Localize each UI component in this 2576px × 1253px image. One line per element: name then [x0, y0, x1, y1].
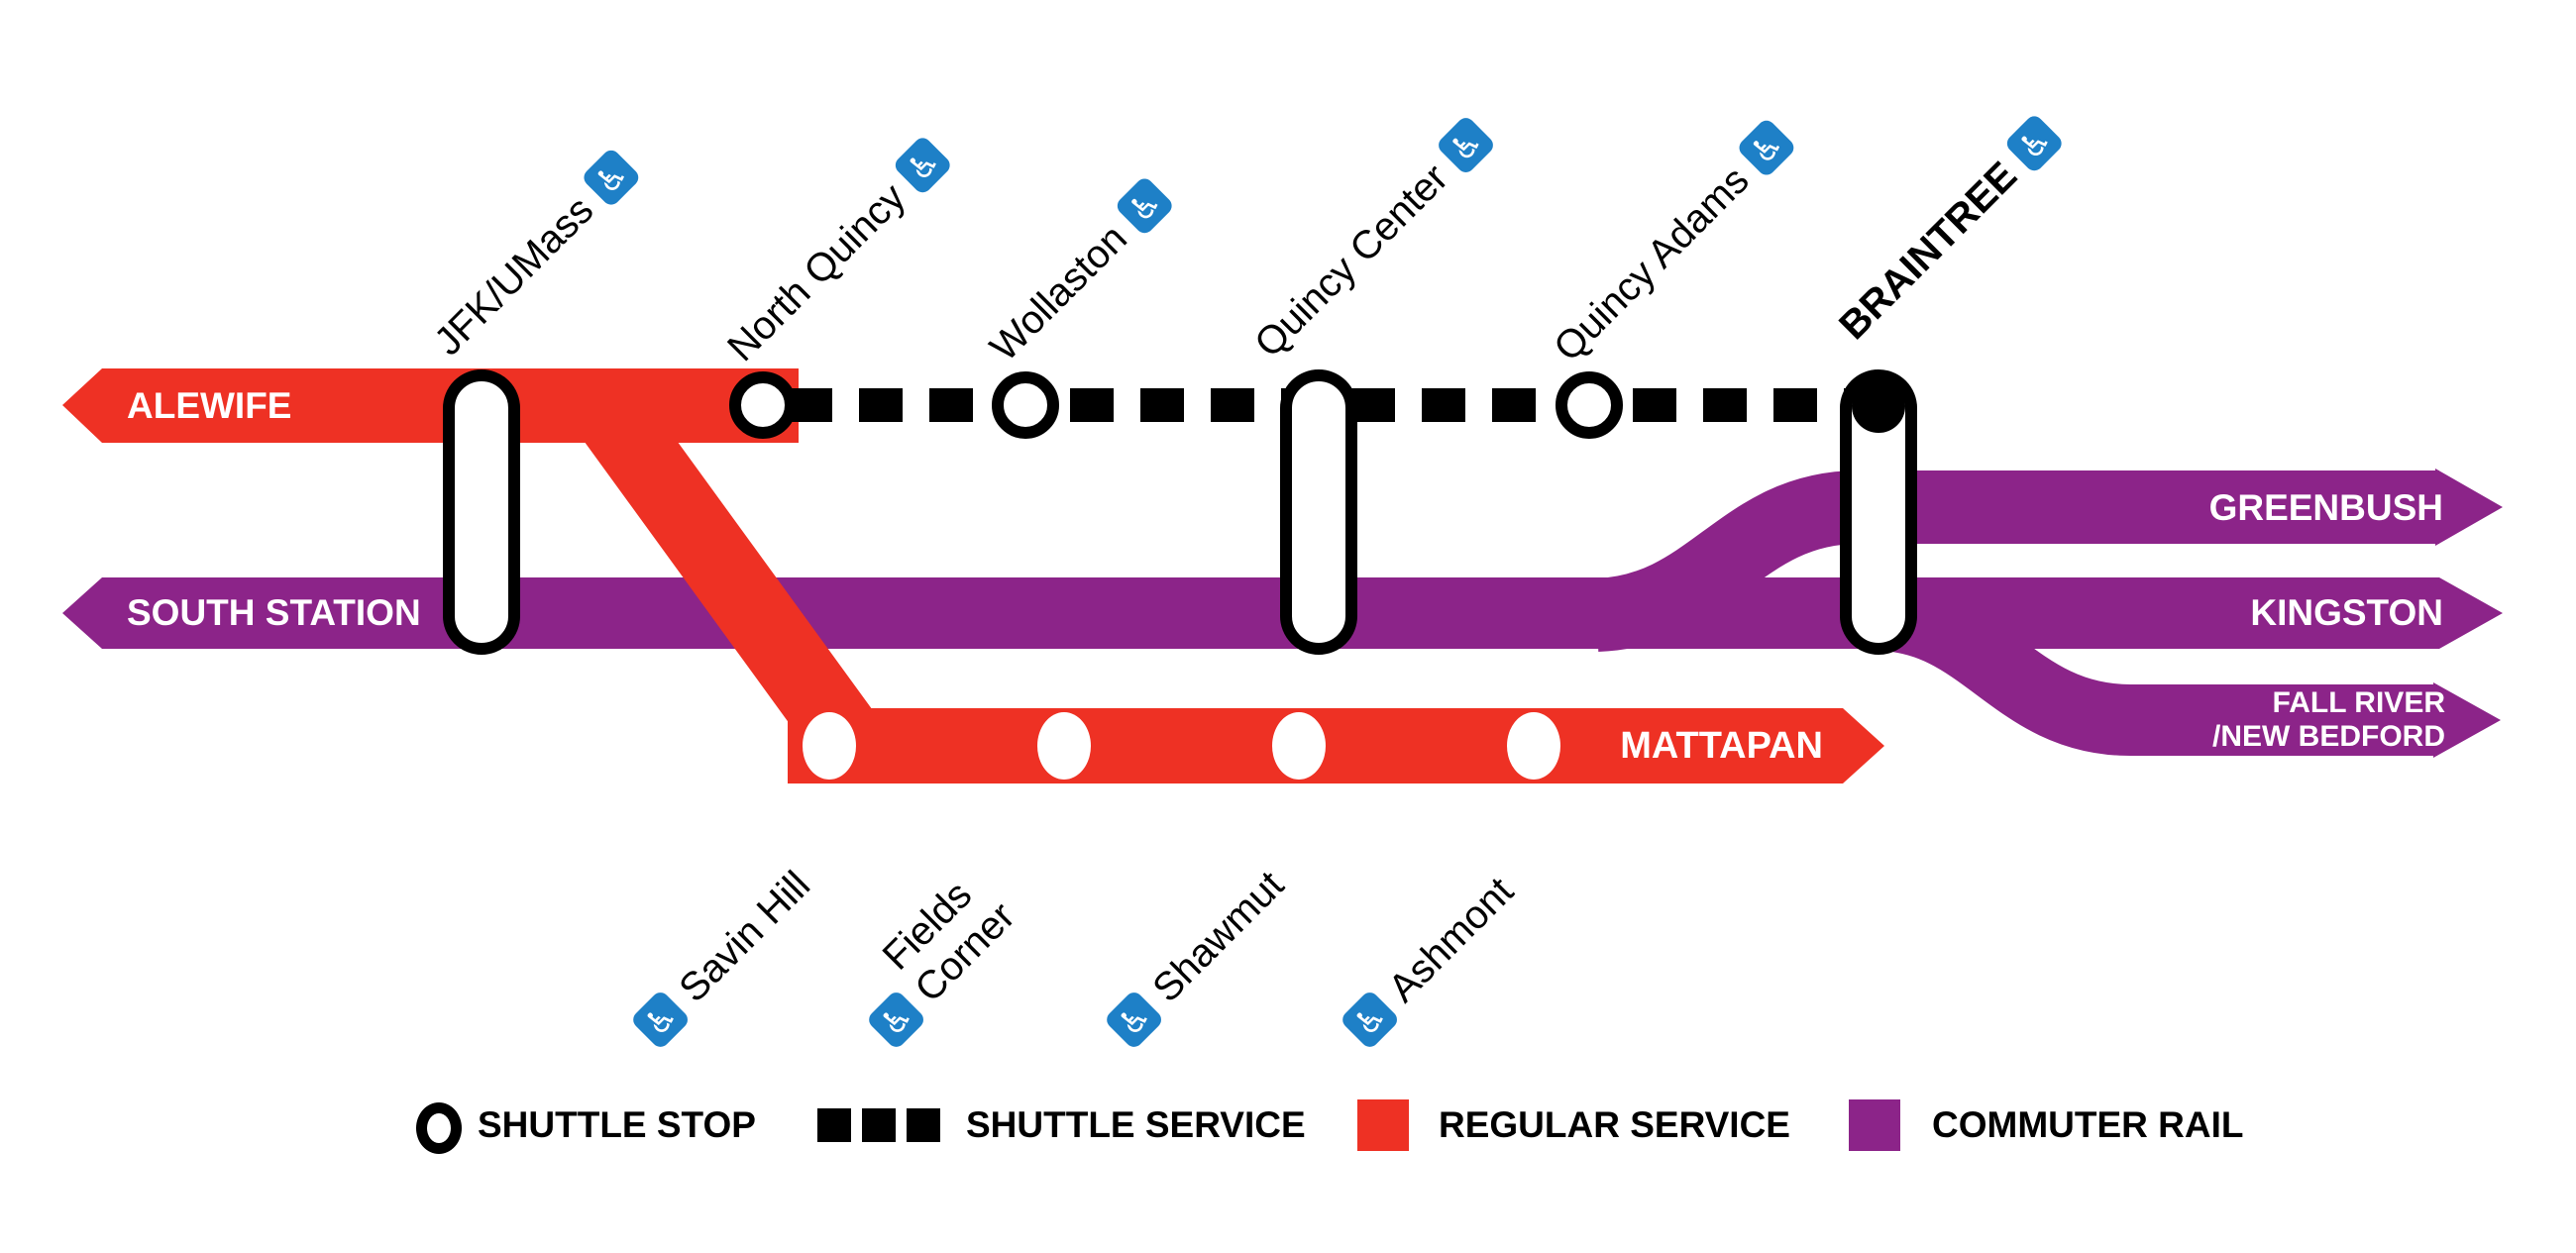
station-shawmut-marker — [1272, 712, 1326, 780]
station-braintree-marker — [1840, 369, 1917, 655]
mattapan-terminal-label: MATTAPAN — [1620, 725, 1823, 767]
alewife-terminal-label: ALEWIFE — [127, 384, 292, 426]
station-jfk-umass-marker — [443, 369, 520, 655]
station-savin-hill-marker — [803, 712, 856, 780]
legend-shuttle-stop-icon — [416, 1102, 462, 1154]
legend-shuttle-stop-label: SHUTTLE STOP — [478, 1104, 756, 1145]
fall-river-arrowhead — [2433, 682, 2501, 758]
legend-shuttle-service-dash-icon — [817, 1108, 851, 1142]
greenbush-arrowhead — [2435, 469, 2503, 546]
legend-commuter-rail-label: COMMUTER RAIL — [1932, 1104, 2244, 1145]
legend-shuttle-service-dash-icon — [907, 1108, 940, 1142]
legend-shuttle-service-dash-icon — [862, 1108, 896, 1142]
south-station-terminal-label: SOUTH STATION — [127, 592, 421, 633]
ashmont-branch-connector — [582, 393, 875, 758]
legend-regular-service-swatch — [1357, 1099, 1409, 1151]
station-wollaston-marker — [992, 371, 1059, 439]
kingston-terminal-label: KINGSTON — [2250, 592, 2443, 633]
fall-river-label-line2: /NEW BEDFORD — [2212, 720, 2445, 753]
station-fields-corner-marker — [1037, 712, 1091, 780]
station-quincy-center-marker — [1280, 369, 1357, 655]
greenbush-terminal-label: GREENBUSH — [2208, 486, 2443, 528]
station-north-quincy-marker — [729, 371, 797, 439]
fall-river-new-bedford-terminal-label: FALL RIVER /NEW BEDFORD — [2081, 682, 2445, 758]
red-line-band — [62, 368, 799, 443]
station-quincy-adams-marker — [1556, 371, 1623, 439]
legend-commuter-rail-swatch — [1849, 1099, 1900, 1151]
legend-regular-service-label: REGULAR SERVICE — [1439, 1104, 1790, 1145]
station-ashmont-marker — [1507, 712, 1560, 780]
fall-river-label-line1: FALL RIVER — [2272, 686, 2445, 719]
station-braintree-terminal-dot — [1852, 379, 1905, 433]
legend-shuttle-service-label: SHUTTLE SERVICE — [966, 1104, 1306, 1145]
